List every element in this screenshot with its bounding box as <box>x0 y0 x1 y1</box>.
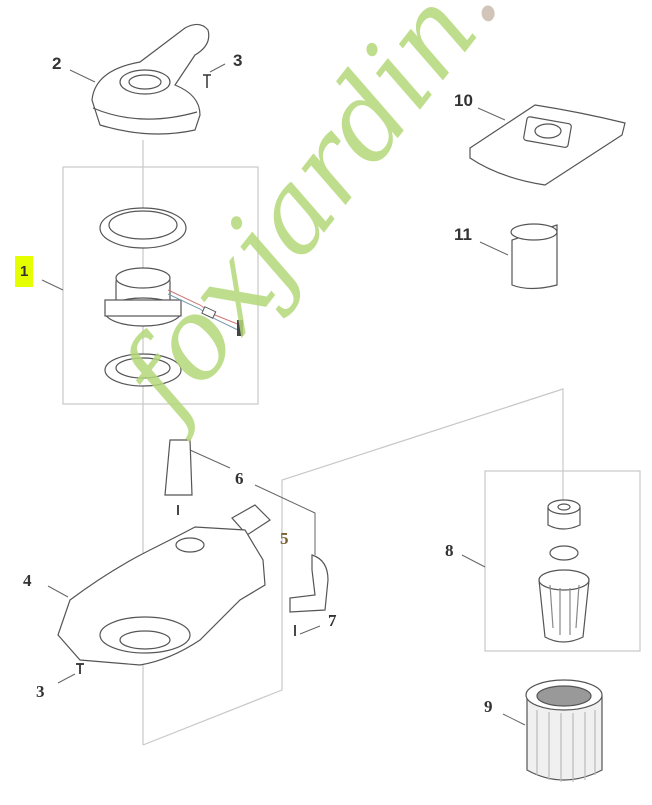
callout-3-bottom: 3 <box>36 682 45 701</box>
handle-clip-icon <box>164 439 193 515</box>
callout-2: 2 <box>52 54 62 73</box>
motor-cover-icon <box>91 23 210 135</box>
motor-housing-base-icon <box>57 526 266 666</box>
callout-5: 5 <box>280 529 289 548</box>
callout-7: 7 <box>328 611 337 630</box>
screw-icon <box>76 663 84 674</box>
callout-1-highlighted: 1 <box>15 256 34 287</box>
filter-cage-icon <box>538 499 590 643</box>
callout-11: 11 <box>454 225 472 244</box>
callout-10: 10 <box>454 91 473 110</box>
screw-icon <box>203 74 211 88</box>
callout-9: 9 <box>484 697 493 716</box>
cable-clamp-icon <box>289 554 329 636</box>
callout-4: 4 <box>23 571 32 590</box>
motor-cable-icon <box>167 289 243 336</box>
leader-lines <box>41 63 526 726</box>
dust-bag-icon <box>469 104 626 186</box>
motor-assembly-icon <box>99 207 187 387</box>
callout-6: 6 <box>235 469 244 488</box>
callout-8: 8 <box>445 541 454 560</box>
cartridge-filter-icon <box>525 679 603 782</box>
callout-3-top: 3 <box>233 51 243 70</box>
foam-sleeve-icon <box>510 223 558 290</box>
